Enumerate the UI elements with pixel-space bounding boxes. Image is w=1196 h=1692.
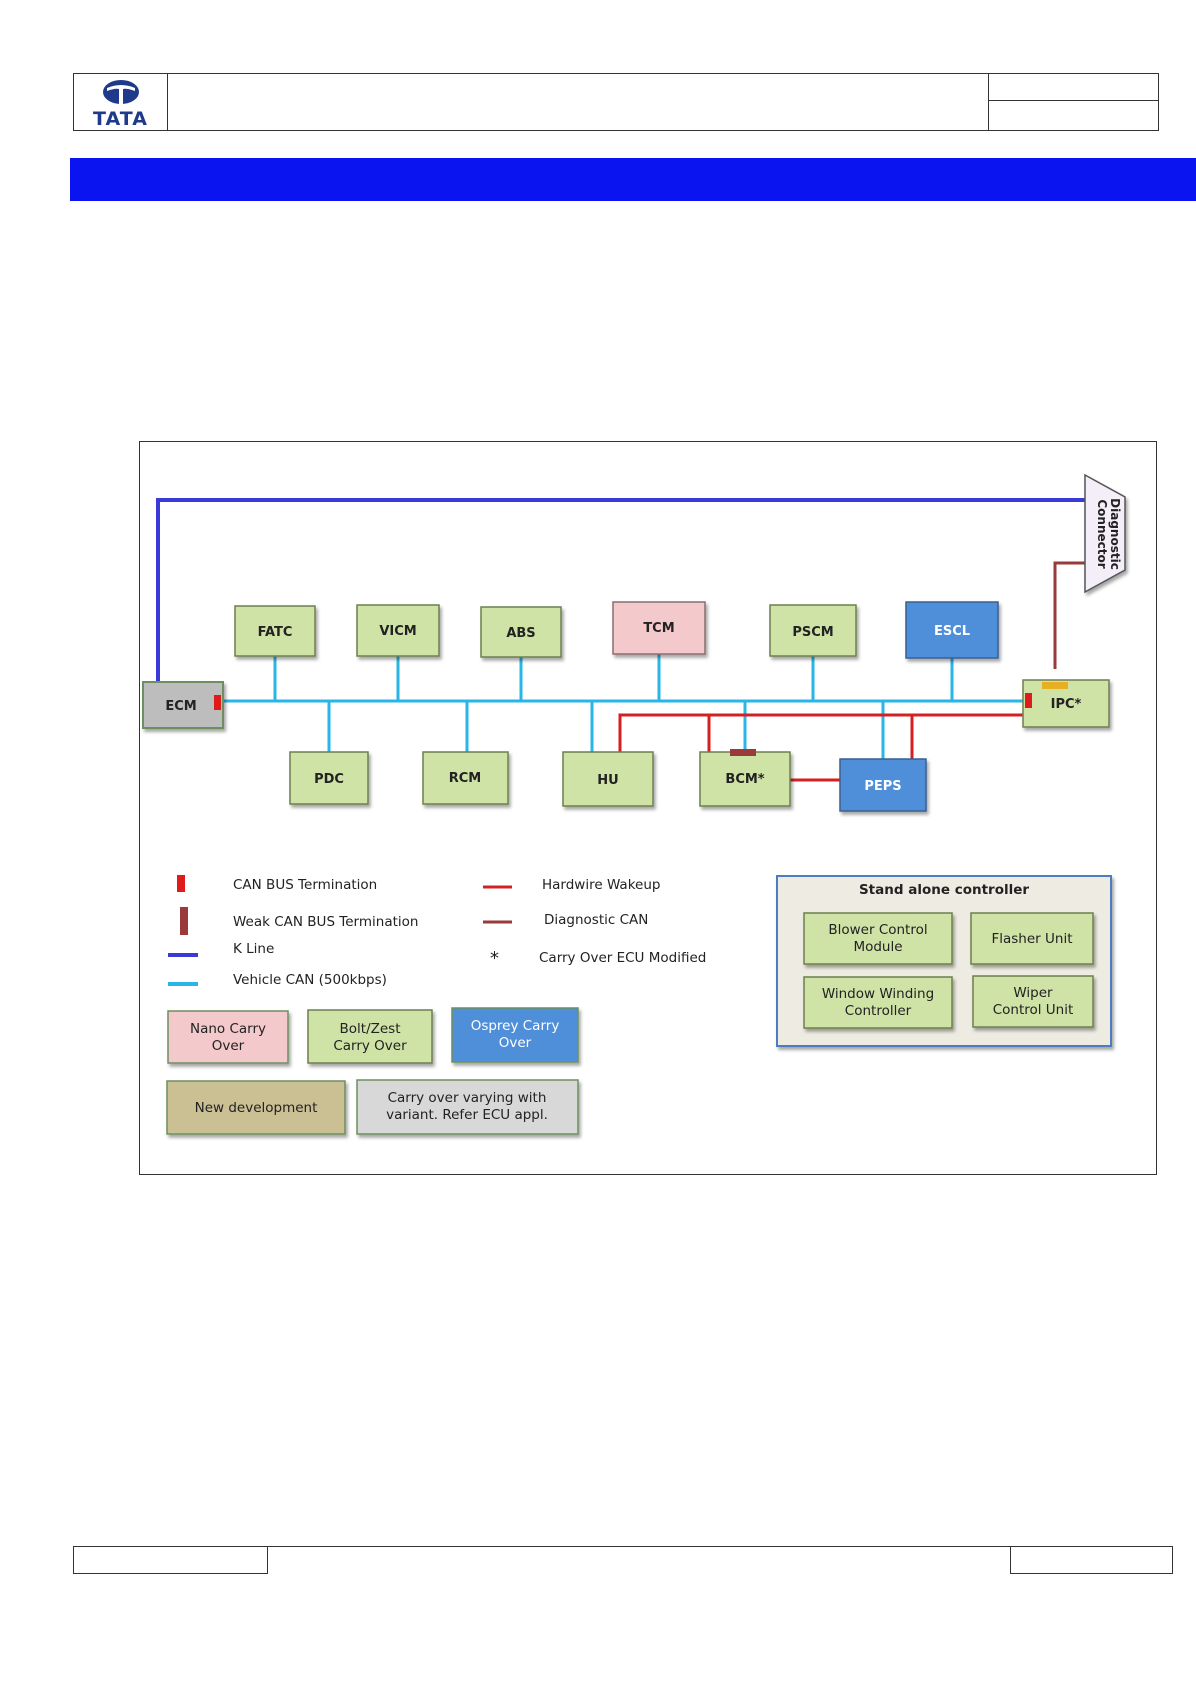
- blower-line2: Module: [853, 939, 902, 955]
- tata-logo-icon: [103, 80, 139, 104]
- swatch-bolt-line2: Carry Over: [333, 1038, 407, 1054]
- swatch-nano-carry-over: Nano Carry Over: [167, 1010, 289, 1064]
- ecu-vicm: VICM: [356, 604, 440, 657]
- hardwire-wakeup-lines: [618, 713, 1029, 782]
- ecu-ecm: ECM: [142, 681, 224, 729]
- section-title-band: [70, 158, 1196, 201]
- vehicle-can-bus: [218, 654, 1029, 759]
- standalone-blower-control-module: Blower Control Module: [803, 912, 953, 965]
- ecu-tcm: TCM: [612, 601, 706, 655]
- swatch-new-development: New development: [166, 1080, 346, 1135]
- footer-divider: [268, 1546, 1010, 1547]
- blower-line1: Blower Control: [828, 922, 927, 938]
- legend-k-line: K Line: [233, 941, 274, 957]
- weak-termination-legend-icon: [180, 907, 188, 935]
- legend-can-termination: CAN BUS Termination: [233, 877, 377, 893]
- ecu-peps: PEPS: [839, 758, 927, 812]
- ecu-abs: ABS: [480, 606, 562, 658]
- standalone-controller-panel: Stand alone controller Blower Control Mo…: [776, 875, 1112, 1047]
- legend-hardwire-wakeup: Hardwire Wakeup: [542, 877, 660, 893]
- ecu-vicm-label: VICM: [379, 624, 416, 639]
- document-header: TATA: [73, 73, 1159, 131]
- window-line1: Window Winding: [822, 986, 934, 1002]
- diagnostic-connector: Diagnostic Connector: [1084, 473, 1126, 594]
- ecu-rcm-label: RCM: [449, 771, 482, 786]
- standalone-title: Stand alone controller: [859, 882, 1029, 898]
- can-termination-legend-icon: [177, 875, 185, 892]
- swatch-nano-line2: Over: [212, 1038, 245, 1054]
- swatch-osprey-line1: Osprey Carry: [471, 1018, 560, 1034]
- swatch-bolt-line1: Bolt/Zest: [340, 1021, 401, 1037]
- swatch-nano-line1: Nano Carry: [190, 1021, 266, 1037]
- ecu-hu: HU: [562, 751, 654, 807]
- standalone-window-winding-controller: Window Winding Controller: [803, 976, 953, 1029]
- ecu-escl-label: ESCL: [934, 624, 970, 639]
- legend-carry-over-modified: Carry Over ECU Modified: [539, 950, 706, 966]
- header-meta-cell: [988, 74, 1159, 130]
- wiper-line2: Control Unit: [993, 1002, 1074, 1018]
- asterisk-legend-icon: *: [490, 948, 499, 969]
- swatch-osprey-carry-over: Osprey Carry Over: [451, 1007, 579, 1063]
- window-line2: Controller: [845, 1003, 912, 1019]
- ecu-tcm-label: TCM: [643, 621, 674, 636]
- ecu-ipc: IPC*: [1022, 679, 1110, 728]
- ecu-ipc-label: IPC*: [1051, 697, 1082, 712]
- ecu-fatc: FATC: [234, 605, 316, 657]
- ecm-can-termination-icon: [214, 695, 221, 710]
- legend-diagnostic-can: Diagnostic CAN: [544, 912, 648, 928]
- legend: CAN BUS Termination Weak CAN BUS Termina…: [168, 875, 706, 988]
- ecu-pscm: PSCM: [769, 604, 857, 657]
- standalone-flasher-unit: Flasher Unit: [970, 912, 1094, 965]
- logo-cell: TATA: [74, 74, 168, 130]
- ecu-fatc-label: FATC: [258, 625, 293, 640]
- swatch-variant-line1: Carry over varying with: [388, 1090, 547, 1106]
- bcm-weak-termination-icon: [730, 749, 756, 756]
- ecu-bcm: BCM*: [699, 749, 791, 807]
- diagnostic-connector-label-1: Diagnostic: [1108, 498, 1122, 570]
- legend-vehicle-can: Vehicle CAN (500kbps): [233, 972, 387, 988]
- footer-left-cell: [73, 1546, 268, 1574]
- swatch-osprey-line2: Over: [499, 1035, 532, 1051]
- swatch-bolt-zest-carry-over: Bolt/Zest Carry Over: [307, 1009, 433, 1064]
- ecu-hu-label: HU: [597, 773, 618, 788]
- wiper-line1: Wiper: [1013, 985, 1053, 1001]
- diagnostic-connector-label-2: Connector: [1095, 499, 1109, 568]
- ipc-can-termination-icon: [1025, 693, 1032, 708]
- k-line: [156, 498, 1085, 682]
- diagnostic-can-line: [1053, 561, 1085, 669]
- ecu-bcm-label: BCM*: [725, 772, 764, 787]
- ipc-diagnostic-port-icon: [1042, 682, 1068, 689]
- ecu-rcm: RCM: [422, 751, 509, 805]
- ecu-pscm-label: PSCM: [792, 625, 833, 640]
- ecu-pdc-label: PDC: [314, 772, 344, 787]
- ecu-peps-label: PEPS: [864, 779, 901, 794]
- ecu-abs-label: ABS: [506, 626, 535, 641]
- logo-text: TATA: [93, 108, 148, 130]
- ecu-ecm-label: ECM: [165, 699, 196, 714]
- footer-right-cell: [1010, 1546, 1173, 1574]
- header-meta-divider: [989, 100, 1159, 101]
- swatch-carry-over-variant: Carry over varying with variant. Refer E…: [356, 1079, 579, 1135]
- standalone-wiper-control-unit: Wiper Control Unit: [972, 975, 1094, 1028]
- ecu-escl: ESCL: [905, 601, 999, 659]
- ecu-network-diagram: Diagnostic Connector FATC VICM ABS TCM P…: [142, 473, 1126, 1135]
- diagram-frame: Diagnostic Connector FATC VICM ABS TCM P…: [139, 441, 1157, 1175]
- swatch-variant-line2: variant. Refer ECU appl.: [386, 1107, 548, 1123]
- flasher-label: Flasher Unit: [991, 931, 1072, 947]
- swatch-new-development-label: New development: [195, 1100, 318, 1116]
- ecu-pdc: PDC: [289, 751, 369, 805]
- legend-weak-termination: Weak CAN BUS Termination: [233, 914, 418, 930]
